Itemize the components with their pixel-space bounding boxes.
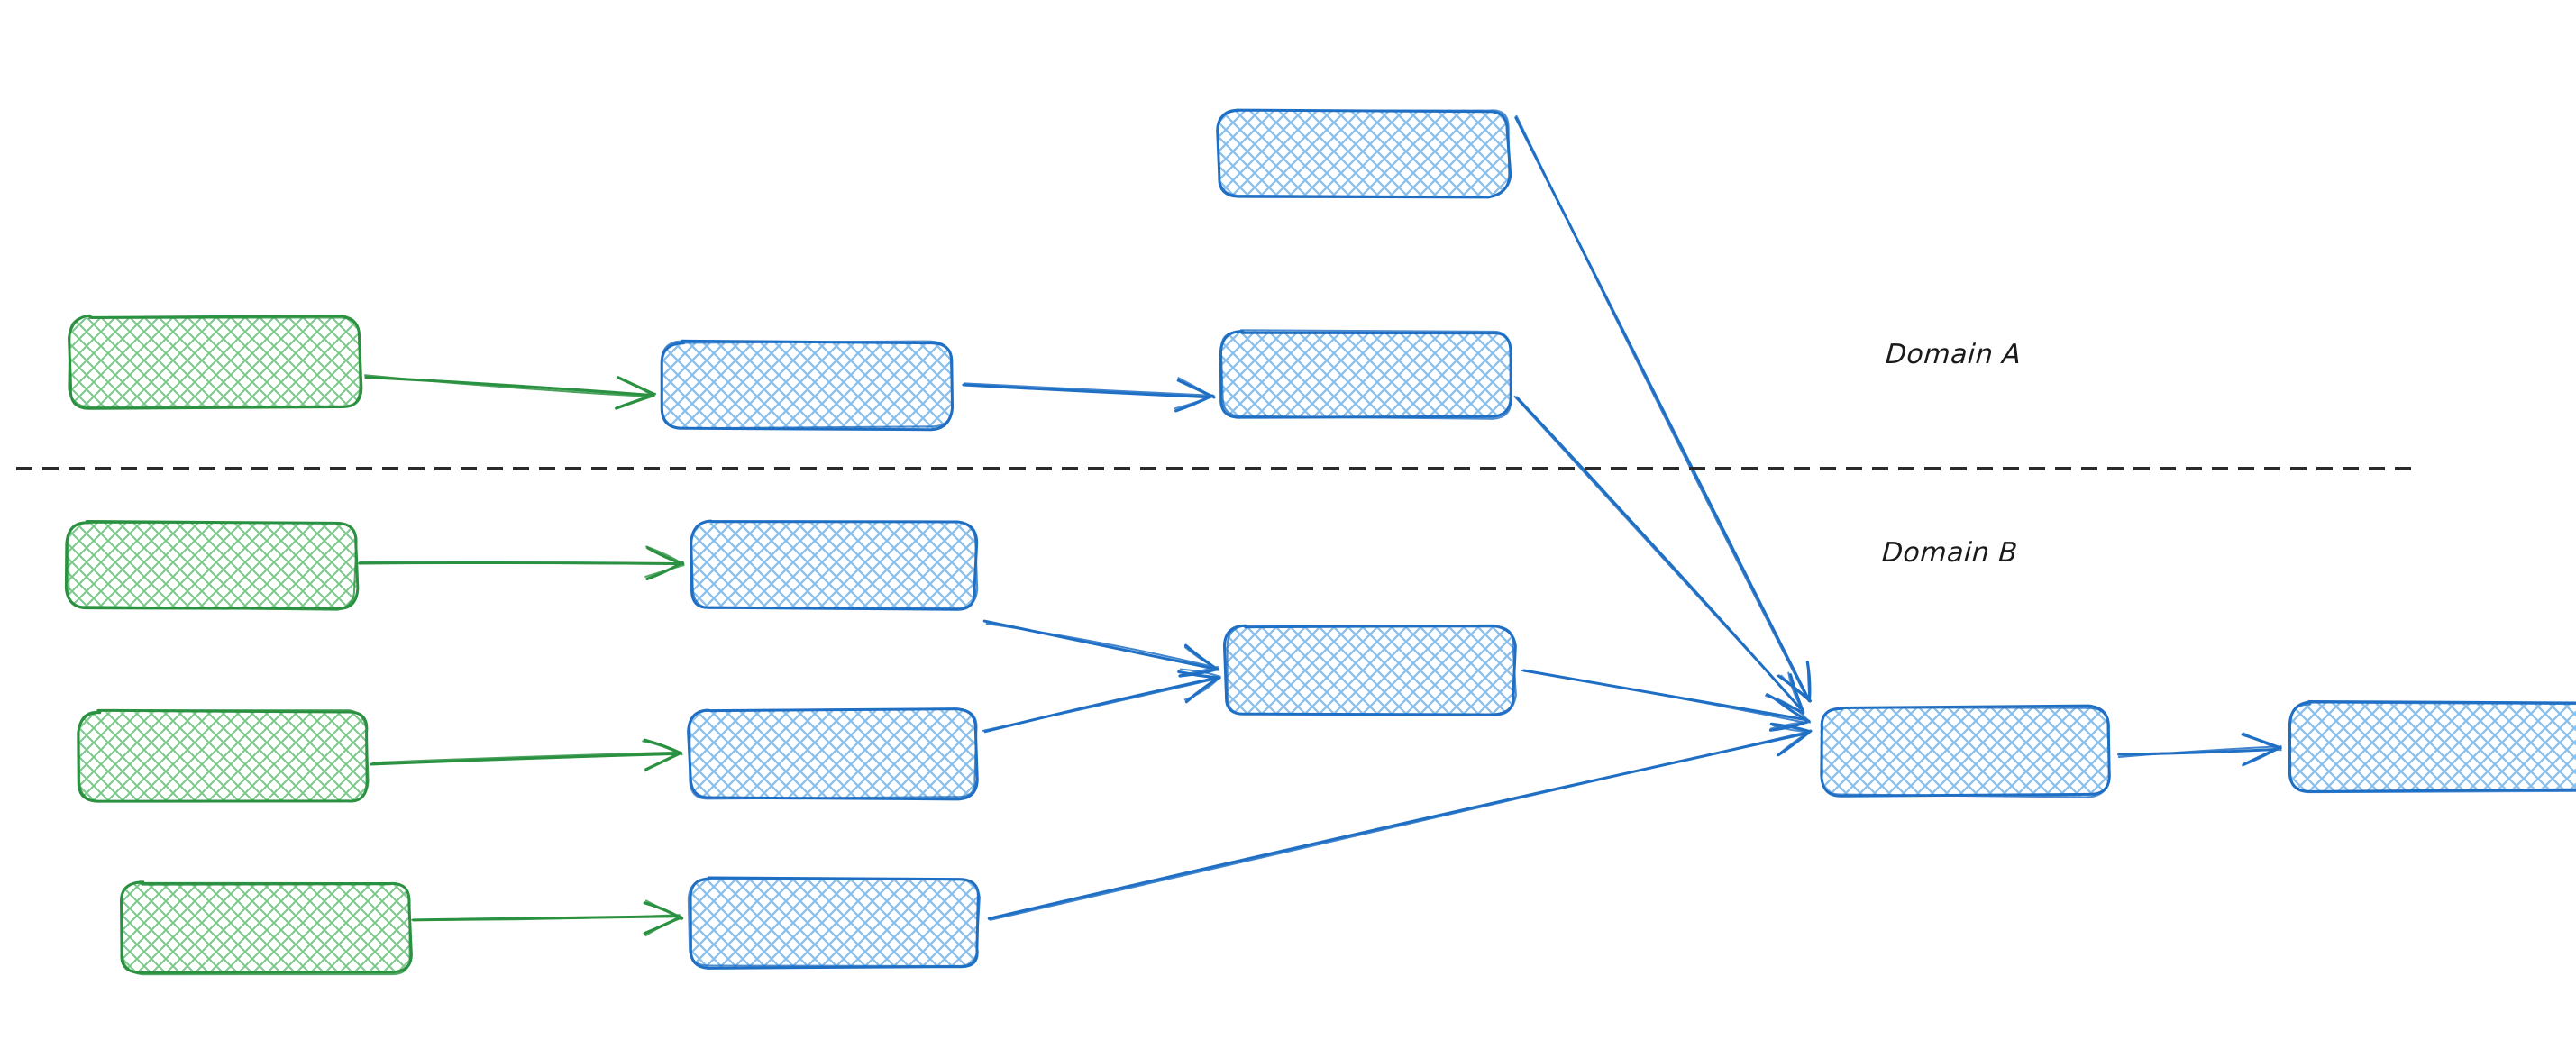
node-domain-b-source-3-border xyxy=(120,881,411,976)
edge-b-stage-1-to-b-merge-shaft xyxy=(985,622,1216,669)
node-domain-b-sink-fill xyxy=(1820,707,2110,797)
edge-b-merge-to-b-sink-arrowhead-lower xyxy=(1774,698,1811,724)
node-domain-b-source-2-fill xyxy=(78,711,369,803)
edge-b-source-3-to-b-stage-3-shaft xyxy=(411,914,681,921)
edge-a-source-to-a-stage-1-arrowhead-lower xyxy=(616,376,654,397)
edge-b-source-1-to-b-stage-1-arrowhead-lower xyxy=(645,545,682,564)
edge-a-source-to-a-stage-1[interactable] xyxy=(364,374,657,410)
node-domain-a-stage-1-fill xyxy=(662,342,951,428)
node-domain-b-stage-1[interactable] xyxy=(690,519,979,611)
domain-b-label: Domain B xyxy=(1880,537,2019,569)
node-domain-a-stage-2[interactable] xyxy=(1219,329,1512,420)
edge-a-stage-2-to-b-sink-shaft xyxy=(1513,395,1802,709)
edge-b-stage-2-to-b-merge-arrowhead-upper xyxy=(1183,678,1219,701)
edge-b-stage-2-to-b-merge-shaft xyxy=(982,678,1215,732)
node-domain-b-stage-2[interactable] xyxy=(687,707,979,801)
node-domain-a-top[interactable] xyxy=(1216,108,1512,199)
node-domain-a-top-border xyxy=(1217,108,1511,198)
edge-b-stage-2-to-b-merge-arrowhead-upper xyxy=(1184,676,1221,704)
edge-a-stage-2-to-b-sink-arrowhead-lower xyxy=(1787,671,1804,712)
node-domain-b-merge[interactable] xyxy=(1222,624,1517,716)
edge-a-top-to-b-sink-shaft xyxy=(1515,114,1809,701)
edge-b-source-2-to-b-stage-2[interactable] xyxy=(370,738,683,772)
edge-b-stage-3-to-b-sink-arrowhead-lower xyxy=(1769,722,1812,734)
edge-b-sink-to-b-output-arrowhead-lower xyxy=(2242,732,2282,752)
node-domain-b-stage-3-fill xyxy=(690,878,979,968)
edge-b-source-1-to-b-stage-1[interactable] xyxy=(358,545,685,581)
edge-b-stage-3-to-b-sink-arrowhead-lower xyxy=(1771,724,1812,734)
node-domain-b-output-fill xyxy=(2288,702,2576,791)
node-domain-b-source-2[interactable] xyxy=(77,708,370,803)
edge-a-stage-1-to-a-stage-2[interactable] xyxy=(962,377,1216,413)
node-domain-b-stage-1-border xyxy=(690,520,979,610)
edge-a-stage-1-to-a-stage-2-arrowhead-lower xyxy=(1177,377,1214,397)
node-domain-a-stage-2-fill xyxy=(1220,331,1512,418)
edge-b-stage-3-to-b-sink-arrowhead-upper xyxy=(1776,731,1811,757)
edge-b-sink-to-b-output[interactable] xyxy=(2117,732,2282,767)
edge-b-source-2-to-b-stage-2-arrowhead-lower xyxy=(642,740,683,756)
node-domain-b-source-3-fill xyxy=(121,882,411,974)
edge-a-stage-1-to-a-stage-2-shaft xyxy=(962,383,1211,399)
edge-b-stage-2-to-b-merge-arrowhead-lower xyxy=(1177,670,1221,680)
edge-a-source-to-a-stage-1-shaft xyxy=(364,374,653,398)
edge-b-source-3-to-b-stage-3-arrowhead-lower xyxy=(645,899,682,920)
edge-a-top-to-b-sink-arrowhead-lower xyxy=(1806,661,1811,701)
node-domain-a-top-fill xyxy=(1218,109,1509,196)
node-domain-b-stage-2-fill xyxy=(689,709,976,799)
edge-b-stage-2-to-b-merge[interactable] xyxy=(982,668,1221,734)
node-domain-b-sink[interactable] xyxy=(1820,704,2111,798)
edge-b-merge-to-b-sink[interactable] xyxy=(1521,669,1812,732)
edge-b-stage-1-to-b-merge-arrowhead-lower xyxy=(1183,646,1219,670)
node-domain-b-stage-1-fill xyxy=(691,522,977,609)
edge-b-source-2-to-b-stage-2-shaft xyxy=(370,752,680,766)
edge-b-source-1-to-b-stage-1-arrowhead-upper xyxy=(644,564,685,578)
node-domain-a-stage-1[interactable] xyxy=(660,339,955,432)
edge-a-stage-1-to-a-stage-2-shaft xyxy=(964,382,1210,397)
edge-b-source-3-to-b-stage-3-arrowhead-upper xyxy=(644,917,683,937)
node-domain-b-stage-3-border xyxy=(687,878,981,967)
edge-layer xyxy=(358,114,2282,937)
node-domain-b-stage-2-border xyxy=(689,707,978,800)
edge-b-source-2-to-b-stage-2-shaft xyxy=(371,751,679,764)
edge-b-merge-to-b-sink-arrowhead-lower xyxy=(1776,698,1812,724)
node-domain-b-output[interactable] xyxy=(2288,700,2576,794)
node-domain-b-source-3[interactable] xyxy=(120,880,413,976)
node-domain-b-sink-border xyxy=(1821,707,2111,798)
domain-a-label: Domain A xyxy=(1884,339,2023,370)
edge-b-sink-to-b-output-shaft xyxy=(2117,747,2279,756)
edge-b-stage-3-to-b-sink[interactable] xyxy=(987,722,1813,921)
node-domain-b-output-border xyxy=(2288,701,2576,794)
edge-b-stage-2-to-b-merge-arrowhead-lower xyxy=(1179,668,1221,678)
edge-b-merge-to-b-sink-arrowhead-upper xyxy=(1769,721,1809,730)
node-domain-b-merge-fill xyxy=(1225,625,1515,716)
edge-b-source-3-to-b-stage-3[interactable] xyxy=(411,899,684,937)
edge-b-stage-3-to-b-sink-shaft xyxy=(989,731,1808,921)
node-domain-a-source-border xyxy=(68,315,361,408)
edge-a-top-to-b-sink[interactable] xyxy=(1514,114,1812,703)
edge-b-source-1-to-b-stage-1-arrowhead-upper xyxy=(645,561,684,581)
node-layer xyxy=(64,108,2576,976)
edge-a-stage-2-to-b-sink[interactable] xyxy=(1513,395,1805,715)
node-domain-a-stage-1-border xyxy=(660,340,954,430)
node-domain-a-source[interactable] xyxy=(68,314,363,410)
edge-b-sink-to-b-output-shaft xyxy=(2117,745,2277,759)
node-domain-a-source-fill xyxy=(70,317,361,407)
node-domain-b-source-1[interactable] xyxy=(64,520,360,611)
node-domain-a-stage-2-border xyxy=(1219,329,1512,420)
node-domain-b-source-1-border xyxy=(67,521,358,611)
edge-b-merge-to-b-sink-shaft xyxy=(1521,670,1808,725)
edge-b-source-1-to-b-stage-1-shaft xyxy=(359,561,683,565)
node-domain-b-merge-border xyxy=(1226,624,1517,716)
node-domain-b-source-1-fill xyxy=(67,522,356,608)
node-domain-b-source-2-border xyxy=(78,709,370,803)
node-domain-b-stage-3[interactable] xyxy=(687,876,981,970)
edge-b-source-2-to-b-stage-2-arrowhead-upper xyxy=(644,752,681,772)
edge-b-stage-1-to-b-merge[interactable] xyxy=(982,619,1219,678)
